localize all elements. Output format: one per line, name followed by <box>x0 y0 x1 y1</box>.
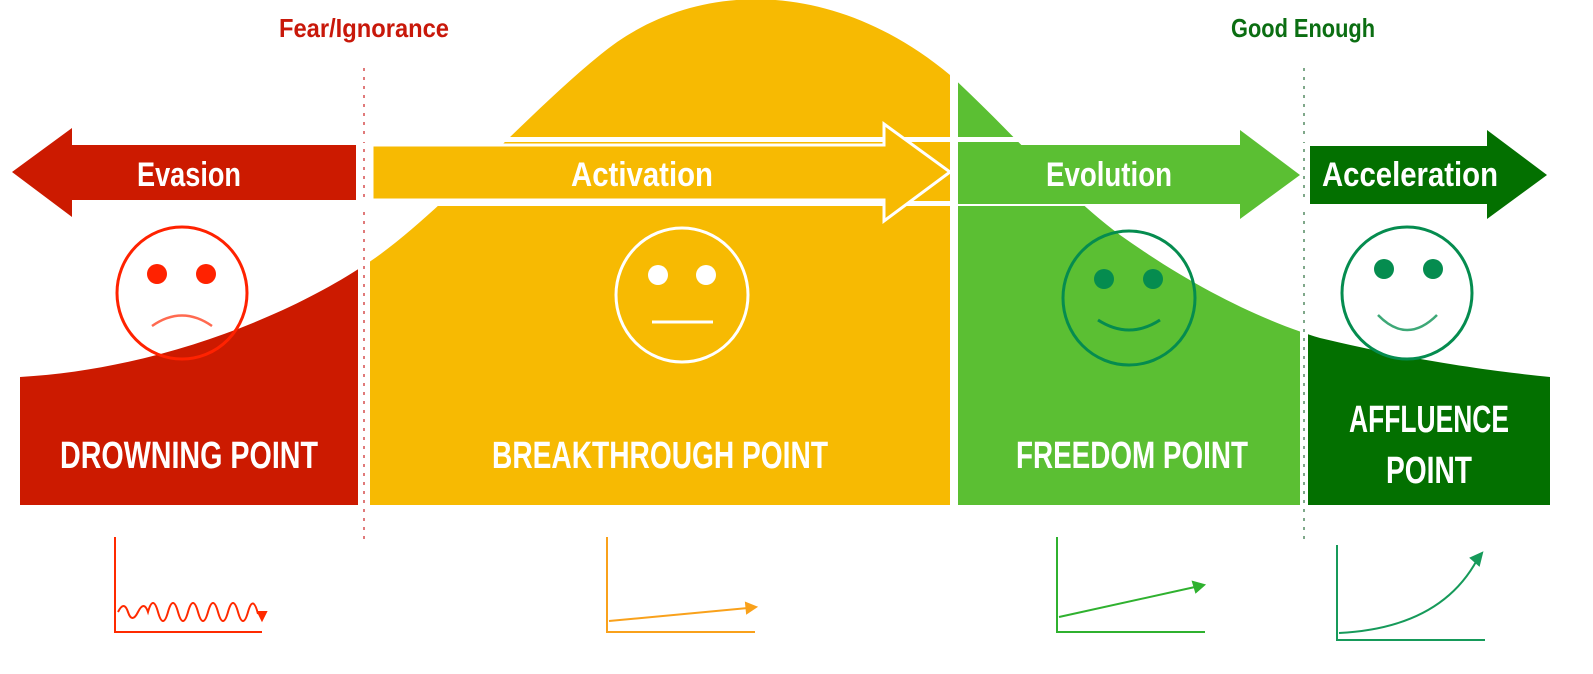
trend-chart-slight-rise <box>606 537 759 633</box>
sad-face-icon <box>115 225 249 361</box>
stage-area-breakthrough <box>370 0 950 505</box>
threshold-label-good-enough: Good Enough <box>1231 13 1375 43</box>
stage-area-affluence <box>1308 334 1550 505</box>
arrow-evasion: Evasion <box>12 128 356 217</box>
svg-text:Activation: Activation <box>571 156 713 194</box>
stage-area-drowning <box>20 269 358 505</box>
point-label-drowning: DROWNING POINT <box>60 435 318 477</box>
threshold-label-fear: Fear/Ignorance <box>279 13 449 43</box>
point-label-freedom: FREEDOM POINT <box>1016 435 1248 477</box>
happy-face-icon <box>1340 225 1474 361</box>
arrow-acceleration: Acceleration <box>1310 130 1547 219</box>
neutral-face-icon <box>614 226 750 364</box>
svg-text:Acceleration: Acceleration <box>1322 156 1498 194</box>
point-label-affluence-line1: AFFLUENCE <box>1349 399 1509 441</box>
trend-chart-oscillating <box>114 537 268 633</box>
svg-text:Evasion: Evasion <box>137 156 241 194</box>
smile-face-icon <box>1061 229 1197 367</box>
point-label-affluence-line2: POINT <box>1386 450 1472 492</box>
arrow-activation: Activation <box>370 121 953 224</box>
trend-chart-linear-rise <box>1056 537 1207 633</box>
point-label-breakthrough: BREAKTHROUGH POINT <box>492 435 828 477</box>
arrow-evolution: Evolution <box>958 130 1300 219</box>
trend-chart-exponential <box>1336 545 1485 641</box>
svg-text:Evolution: Evolution <box>1046 156 1172 194</box>
